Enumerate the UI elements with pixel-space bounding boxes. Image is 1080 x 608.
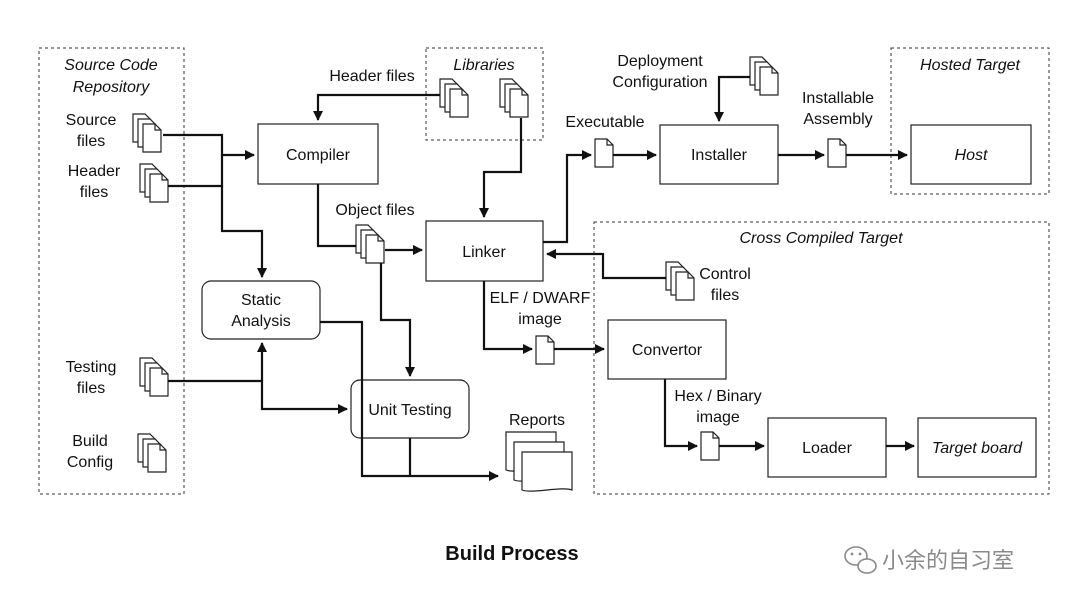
control-files-label-2: files [711, 287, 739, 304]
library-headers-to-compiler-line [313, 93, 440, 121]
convertor-box: Convertor [607, 319, 727, 380]
compiler-label: Compiler [286, 147, 351, 164]
executable-label: Executable [565, 114, 644, 131]
source-repo-title-2: Repository [73, 79, 150, 96]
linker-box: Linker [425, 220, 544, 282]
compiler-to-object-files-line [316, 184, 356, 248]
hex-binary-label-2: image [696, 409, 740, 426]
build-config-icon [137, 433, 167, 473]
static-analysis-label-1: Static [241, 292, 281, 309]
deployment-config-label-2: Configuration [612, 74, 707, 91]
loader-box: Loader [767, 417, 887, 478]
source-files-icon [132, 113, 162, 153]
host-box: Host [910, 124, 1032, 185]
hex-binary-doc-icon [700, 431, 720, 461]
elf-dwarf-doc-icon [535, 335, 555, 365]
header-files-repo-label-1: Header [68, 163, 121, 180]
library-files-icon [499, 78, 529, 118]
testing-files-icon [139, 357, 169, 397]
hosted-target-title: Hosted Target [920, 57, 1020, 74]
wechat-icon [844, 546, 877, 574]
testing-files-label-2: files [77, 380, 105, 397]
installable-assembly-doc-icon [827, 138, 847, 168]
installable-assembly-label-1: Installable [802, 90, 874, 107]
installer-label: Installer [691, 147, 748, 164]
loader-label: Loader [802, 440, 852, 457]
source-files-label-1: Source [66, 112, 117, 129]
build-config-label-2: Config [67, 454, 113, 471]
deployment-config-to-installer-line [714, 75, 750, 122]
object-files-label: Object files [335, 202, 414, 219]
linker-to-executable-line [543, 150, 592, 244]
libraries-title: Libraries [453, 57, 514, 74]
installable-assembly-label-2: Assembly [803, 111, 872, 128]
diagram-title: Build Process [445, 543, 578, 565]
hex-binary-label-1: Hex / Binary [674, 388, 761, 405]
header-files-repo-icon [139, 163, 169, 203]
deployment-config-icon [749, 56, 779, 96]
object-files-icon [355, 224, 385, 264]
build-config-label-1: Build [72, 433, 108, 450]
watermark-text: 小余的自习室 [882, 548, 1014, 573]
source-files-to-compiler-line [163, 133, 255, 160]
reports-label: Reports [509, 412, 565, 429]
header-files-to-compiler-line [168, 155, 224, 188]
header-files-label: Header files [329, 68, 414, 85]
host-label: Host [955, 147, 988, 164]
reports-icon [505, 431, 573, 492]
hosted-target-group [890, 47, 1050, 195]
header-files-repo-label-2: files [80, 184, 108, 201]
source-files-label-2: files [77, 133, 105, 150]
static-analysis-box: Static Analysis [201, 280, 321, 340]
unit-testing-box: Unit Testing [350, 379, 470, 439]
object-files-to-unit-testing-line [379, 263, 415, 377]
target-board-label: Target board [932, 440, 1023, 457]
library-header-files-icon [439, 78, 469, 118]
static-analysis-to-reports-line [320, 320, 499, 481]
libraries-to-linker-line [479, 118, 523, 218]
compiler-box: Compiler [257, 123, 379, 185]
control-files-label-1: Control [699, 266, 751, 283]
control-files-icon [665, 261, 695, 301]
repo-to-static-analysis-line [220, 186, 267, 278]
convertor-to-hex-line [663, 379, 698, 451]
linker-label: Linker [462, 244, 506, 261]
testing-files-label-1: Testing [66, 359, 117, 376]
cross-target-title: Cross Compiled Target [739, 230, 903, 247]
deployment-config-label-1: Deployment [617, 53, 703, 70]
source-repo-title-1: Source Code [64, 57, 157, 74]
installer-box: Installer [659, 124, 779, 185]
elf-dwarf-label-1: ELF / DWARF [490, 290, 591, 307]
convertor-label: Convertor [632, 342, 703, 359]
executable-doc-icon [594, 138, 614, 168]
static-analysis-label-2: Analysis [231, 313, 291, 330]
control-files-to-linker-line [546, 249, 666, 280]
testing-files-to-unit-testing-line [168, 379, 348, 414]
elf-dwarf-label-2: image [518, 311, 562, 328]
source-repo-group [38, 47, 185, 495]
linker-to-elf-line [482, 281, 533, 354]
target-board-box: Target board [917, 417, 1037, 478]
cross-target-group [593, 221, 1050, 495]
unit-testing-label: Unit Testing [368, 402, 451, 419]
